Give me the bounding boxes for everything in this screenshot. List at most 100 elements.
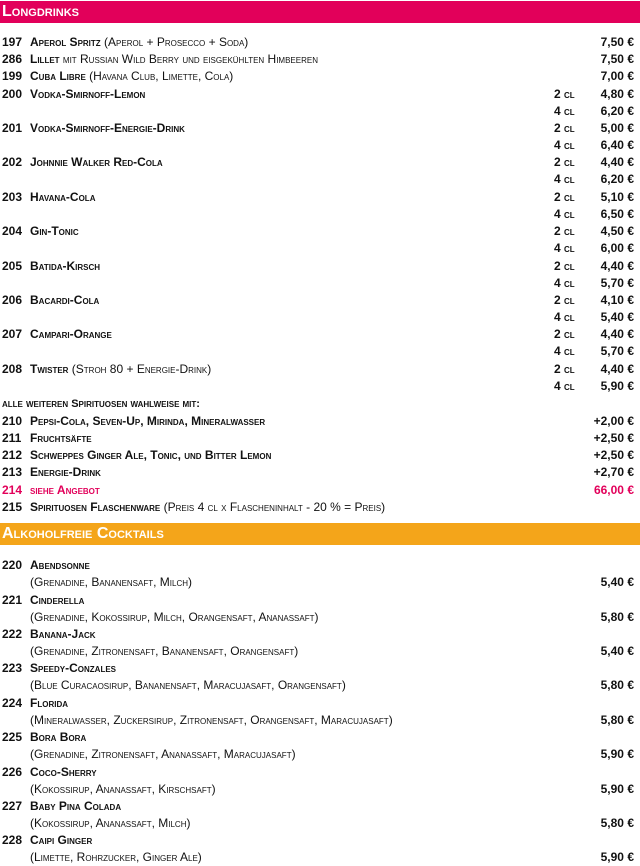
menu-item-size: 4 cl 5,90 € <box>0 378 640 395</box>
cocktail-item: 227 Baby Pina Colada <box>0 798 640 815</box>
item-price: 4,40 € <box>600 362 634 376</box>
item-number: 227 <box>2 799 23 813</box>
item-name: Bacardi-Cola <box>30 293 100 307</box>
menu-item: 203 Havana-Cola 2 cl 5,10 € <box>0 189 640 206</box>
item-name: Schweppes Ginger Ale, Tonic, und Bitter … <box>30 448 272 462</box>
cocktail-description-row: (Grenadine, Zitronensaft, Ananassaft, Ma… <box>0 746 640 763</box>
item-price: 5,90 € <box>600 747 634 761</box>
item-description: (Grenadine, Zitronensaft, Ananassaft, Ma… <box>30 747 296 761</box>
item-price: 5,90 € <box>600 782 634 796</box>
item-number: 221 <box>2 593 23 607</box>
item-price: 7,00 € <box>600 69 634 83</box>
item-description: (Blue Curacaosirup, Bananensaft, Maracuj… <box>30 678 346 692</box>
item-name: Batida-Kirsch <box>30 259 101 273</box>
section-header-longdrinks: Longdrinks <box>0 1 640 23</box>
size-label: 4 cl <box>554 104 575 118</box>
menu-item: 205 Batida-Kirsch 2 cl 4,40 € <box>0 258 640 275</box>
size-label: 2 cl <box>554 293 575 307</box>
cocktail-item: 221 Cinderella <box>0 592 640 609</box>
size-label: 2 cl <box>554 362 575 376</box>
mixer-item: 210 Pepsi-Cola, Seven-Up, Mirinda, Miner… <box>0 413 640 430</box>
item-number: 225 <box>2 730 23 744</box>
item-description: mit Russian Wild Berry und eisgekühlten … <box>62 52 318 66</box>
menu-item: 200 Vodka-Smirnoff-Lemon 2 cl 4,80 € <box>0 86 640 103</box>
menu-item: 199 Cuba Libre (Havana Club, Limette, Co… <box>0 68 640 85</box>
item-price: 4,80 € <box>600 87 634 101</box>
size-label: 4 cl <box>554 379 575 393</box>
item-description: (Preis 4 cl x Flascheninhalt - 20 % = Pr… <box>163 500 386 514</box>
mixer-item: 213 Energie-Drink +2,70 € <box>0 464 640 481</box>
item-number: 212 <box>2 448 23 462</box>
item-number: 201 <box>2 121 23 135</box>
item-name: Spirituosen Flaschenware (Preis 4 cl x F… <box>30 500 386 514</box>
item-name: Aperol Spritz (Aperol + Prosecco + Soda) <box>30 35 249 49</box>
item-number: 204 <box>2 224 23 238</box>
cocktail-item: 226 Coco-Sherry <box>0 764 640 781</box>
item-price: 4,10 € <box>600 293 634 307</box>
item-number: 205 <box>2 259 23 273</box>
size-label: 4 cl <box>554 344 575 358</box>
item-number: 223 <box>2 661 23 675</box>
item-number: 226 <box>2 765 23 779</box>
item-number: 222 <box>2 627 23 641</box>
item-price: +2,70 € <box>593 465 634 479</box>
mixer-item-highlight: 214 siehe Angebot 66,00 € <box>0 482 640 499</box>
item-price: 5,80 € <box>600 610 634 624</box>
item-price: 5,70 € <box>600 344 634 358</box>
menu-item-size: 4 cl 5,70 € <box>0 343 640 360</box>
item-description: (Stroh 80 + Energie-Drink) <box>71 362 212 376</box>
item-number: 206 <box>2 293 23 307</box>
item-number: 213 <box>2 465 23 479</box>
item-name: Speedy-Conzales <box>30 661 117 675</box>
menu-item-size: 4 cl 6,50 € <box>0 206 640 223</box>
size-label: 2 cl <box>554 87 575 101</box>
item-price: +2,50 € <box>593 431 634 445</box>
menu-item-size: 4 cl 6,20 € <box>0 171 640 188</box>
item-description: (Grenadine, Bananensaft, Milch) <box>30 575 193 589</box>
size-label: 2 cl <box>554 121 575 135</box>
cocktail-item: 228 Caipi Ginger <box>0 832 640 849</box>
item-number: 200 <box>2 87 23 101</box>
item-price: 6,20 € <box>600 172 634 186</box>
item-number: 214 <box>2 483 23 497</box>
item-name: Energie-Drink <box>30 465 101 479</box>
item-name: Havana-Cola <box>30 190 96 204</box>
item-price: 5,90 € <box>600 379 634 393</box>
item-name: Coco-Sherry <box>30 765 97 779</box>
size-label: 4 cl <box>554 138 575 152</box>
cocktail-item: 224 Florida <box>0 695 640 712</box>
size-label: 4 cl <box>554 310 575 324</box>
item-name: Cuba Libre (Havana Club, Limette, Cola) <box>30 69 234 83</box>
item-name: Lillet mit Russian Wild Berry und eisgek… <box>30 52 318 66</box>
item-number: 220 <box>2 558 23 572</box>
item-number: 208 <box>2 362 23 376</box>
item-name: Twister (Stroh 80 + Energie-Drink) <box>30 362 212 376</box>
item-description: (Aperol + Prosecco + Soda) <box>104 35 249 49</box>
item-number: 215 <box>2 500 23 514</box>
cocktail-description-row: (Grenadine, Zitronensaft, Bananensaft, O… <box>0 643 640 660</box>
cocktail-item: 220 Abendsonne <box>0 557 640 574</box>
item-name: Vodka-Smirnoff-Energie-Drink <box>30 121 185 135</box>
item-name: Bora Bora <box>30 730 87 744</box>
item-price: 5,80 € <box>600 713 634 727</box>
item-description: (Grenadine, Zitronensaft, Bananensaft, O… <box>30 644 299 658</box>
item-number: 203 <box>2 190 23 204</box>
size-label: 2 cl <box>554 224 575 238</box>
item-price: 6,00 € <box>600 241 634 255</box>
item-price: 4,50 € <box>600 224 634 238</box>
menu-item: 206 Bacardi-Cola 2 cl 4,10 € <box>0 292 640 309</box>
item-price: 4,40 € <box>600 155 634 169</box>
item-price: 5,10 € <box>600 190 634 204</box>
item-number: 224 <box>2 696 23 710</box>
section-header-cocktails: Alkoholfreie Cocktails <box>0 523 640 545</box>
item-price: 66,00 € <box>593 483 634 497</box>
mixer-note: alle weiteren Spirituosen wahlweise mit: <box>2 398 200 410</box>
item-price: 5,00 € <box>600 121 634 135</box>
item-number: 207 <box>2 327 23 341</box>
menu-item: 286 Lillet mit Russian Wild Berry und ei… <box>0 51 640 68</box>
item-price: 7,50 € <box>600 52 634 66</box>
menu-item: 202 Johnnie Walker Red-Cola 2 cl 4,40 € <box>0 154 640 171</box>
size-label: 2 cl <box>554 155 575 169</box>
menu-item-size: 4 cl 5,70 € <box>0 275 640 292</box>
size-label: 4 cl <box>554 172 575 186</box>
